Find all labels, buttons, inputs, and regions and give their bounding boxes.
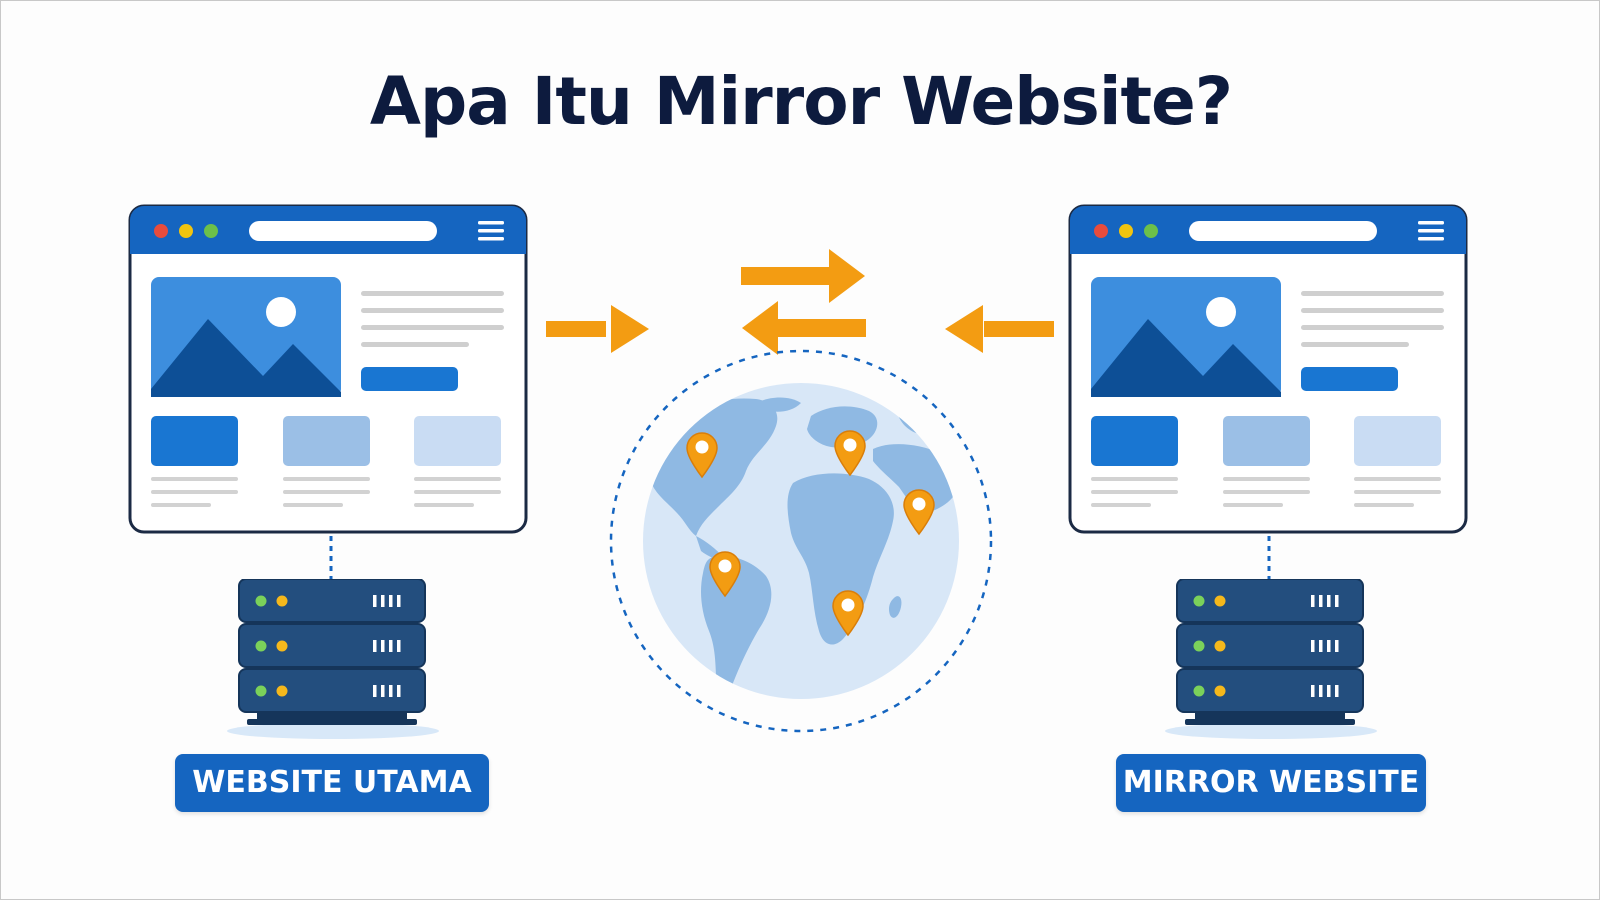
main-website-browser-icon bbox=[128, 204, 528, 534]
globe-orbit-ring bbox=[609, 349, 993, 733]
label-website-utama: WEBSITE UTAMA bbox=[175, 754, 489, 812]
page-title: Apa Itu Mirror Website? bbox=[369, 63, 1233, 140]
arrow-mirror-to-globe-icon bbox=[945, 305, 1054, 353]
world-globe-icon bbox=[643, 383, 959, 699]
mirror-website-browser-icon bbox=[1068, 204, 1468, 534]
mirror-server-icon bbox=[1164, 579, 1378, 739]
arrow-main-to-globe-icon bbox=[546, 305, 649, 353]
label-mirror-website: MIRROR WEBSITE bbox=[1116, 754, 1426, 812]
sync-arrow-left-icon bbox=[742, 301, 866, 355]
sync-arrow-right-icon bbox=[741, 249, 865, 303]
main-server-icon bbox=[226, 579, 440, 739]
